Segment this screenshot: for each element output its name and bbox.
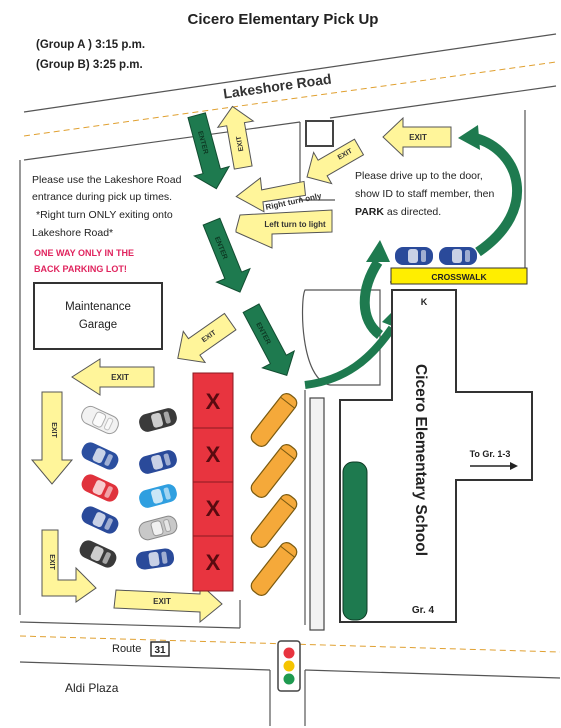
bus-1 xyxy=(247,390,301,450)
bus-2 xyxy=(247,441,301,501)
pickup-car-2 xyxy=(439,247,477,265)
booth-box xyxy=(305,120,334,147)
parked-car xyxy=(78,403,122,437)
exit-arrow-bottom: EXIT xyxy=(113,582,223,624)
svg-text:EXIT: EXIT xyxy=(50,422,57,438)
svg-text:EXIT: EXIT xyxy=(153,597,171,606)
enter-arrow-1: ENTER xyxy=(187,112,231,190)
one-way-warning: ONE WAY ONLY IN THE xyxy=(34,248,134,258)
exit-arrow-left: EXIT xyxy=(71,358,155,396)
svg-text:show ID to staff member, then: show ID to staff member, then xyxy=(355,188,494,200)
page-title: Cicero Elementary Pick Up xyxy=(188,11,379,28)
right-instructions: Please drive up to the door, show ID to … xyxy=(355,170,494,218)
exit-arrow-diagonal xyxy=(306,138,365,185)
green-curve-arrow-top xyxy=(458,125,523,257)
school-name: Cicero Elementary School xyxy=(412,364,429,556)
svg-text:EXIT: EXIT xyxy=(48,554,55,570)
exit-arrow-down: EXIT xyxy=(30,391,74,485)
parked-car xyxy=(78,471,122,505)
aldi-plaza-label: Aldi Plaza xyxy=(65,681,119,695)
svg-text:entrance during pick up times: entrance during pick up times. xyxy=(32,191,172,203)
left-turn-to-light-label: Left turn to light xyxy=(264,220,326,229)
green-curve-arrow-crosswalk xyxy=(359,240,390,339)
parked-car xyxy=(78,503,122,537)
gr4-wing xyxy=(342,461,368,621)
svg-text:Please drive up to the door,: Please drive up to the door, xyxy=(355,170,483,182)
svg-text:X: X xyxy=(206,550,221,575)
parked-car xyxy=(137,406,179,434)
crosswalk xyxy=(390,267,528,285)
arrow-right-icon xyxy=(470,462,518,470)
green-curve-arrow-school xyxy=(304,306,402,389)
parked-car xyxy=(137,482,179,510)
enter-arrow-3: ENTER xyxy=(242,303,296,376)
svg-text:Please use the Lakeshore Road: Please use the Lakeshore Road xyxy=(32,174,182,186)
crosswalk-label: CROSSWALK xyxy=(431,272,487,282)
parked-cars xyxy=(76,403,180,571)
svg-text:Maintenance: Maintenance xyxy=(65,301,131,313)
left-instructions: Please use the Lakeshore Road entrance d… xyxy=(32,174,182,274)
left-turn-to-light-arrow: Left turn to light xyxy=(235,209,333,249)
group-a-time: (Group A ) 3:15 p.m. xyxy=(36,39,145,51)
one-way-warning-2: BACK PARKING LOT! xyxy=(34,264,127,274)
parked-car xyxy=(137,448,179,476)
right-turn-only-arrow: Right turn only xyxy=(235,177,323,213)
exit-arrow-corner: EXIT xyxy=(41,529,97,603)
svg-text:EXIT: EXIT xyxy=(236,135,246,152)
no-parking-zone: X X X X xyxy=(192,372,234,592)
svg-text:*Right turn ONLY exiting onto: *Right turn ONLY exiting onto xyxy=(36,209,173,221)
svg-text:X: X xyxy=(206,389,221,414)
route-number: 31 xyxy=(154,645,166,656)
svg-text:Lakeshore Road*: Lakeshore Road* xyxy=(32,227,113,239)
exit-arrow-up: EXIT xyxy=(216,105,255,170)
parked-car xyxy=(78,439,122,473)
parked-car xyxy=(76,537,120,571)
svg-text:X: X xyxy=(206,442,221,467)
exit-arrow-mid xyxy=(177,312,237,364)
svg-text:Garage: Garage xyxy=(79,319,117,331)
parked-car xyxy=(136,513,180,543)
svg-text:EXIT: EXIT xyxy=(111,373,129,382)
route-label: Route xyxy=(112,643,141,655)
enter-arrow-2: ENTER xyxy=(202,217,251,293)
traffic-light-icon xyxy=(277,640,301,692)
bus-4 xyxy=(247,539,301,599)
svg-text:EXIT: EXIT xyxy=(409,133,427,142)
to-gr13-label: To Gr. 1-3 xyxy=(470,449,511,459)
bus-3 xyxy=(247,491,301,551)
school-building xyxy=(339,289,533,623)
exit-arrow-top-right xyxy=(382,116,452,158)
maintenance-garage xyxy=(33,282,163,350)
pickup-car-1 xyxy=(395,247,433,265)
route-shield xyxy=(150,641,170,657)
svg-text:X: X xyxy=(206,496,221,521)
sidewalk-strip xyxy=(309,397,325,631)
park-word: PARK xyxy=(355,206,384,218)
kindergarten-label: K xyxy=(421,297,428,307)
gr4-label: Gr. 4 xyxy=(412,605,435,616)
svg-text:PARK as directed.: PARK as directed. xyxy=(355,206,441,218)
parked-car xyxy=(134,547,176,571)
group-b-time: (Group B) 3:25 p.m. xyxy=(36,59,143,71)
